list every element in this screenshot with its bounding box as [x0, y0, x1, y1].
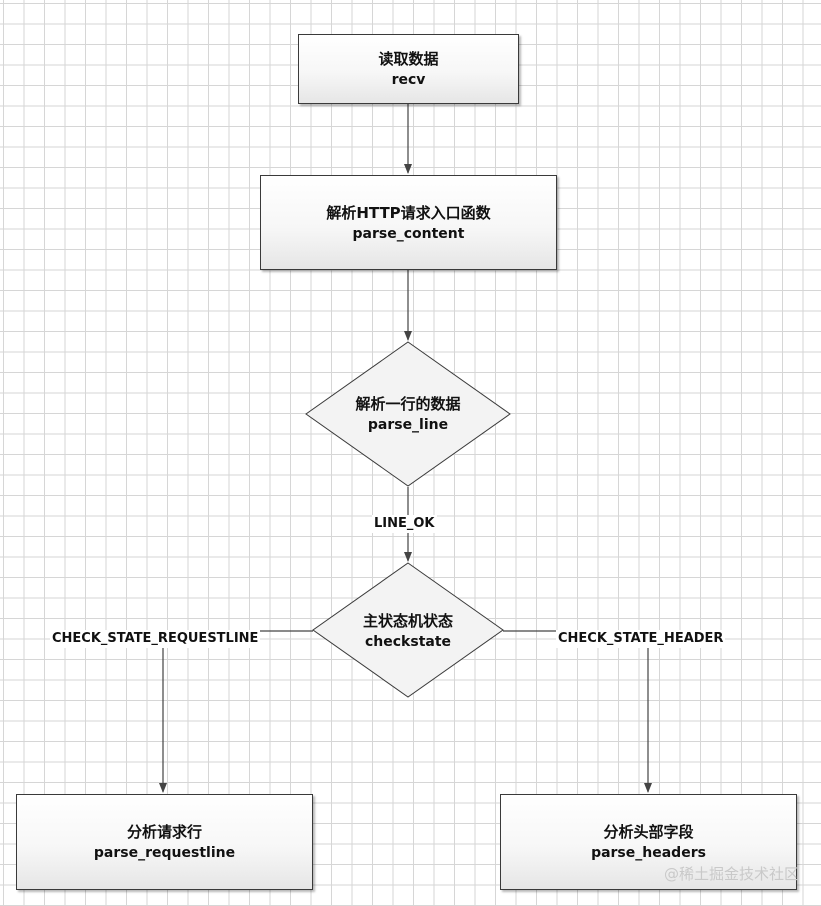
- edge-label-line-ok: LINE_OK: [372, 515, 437, 533]
- edge-label-check-state-header: CHECK_STATE_HEADER: [556, 630, 726, 648]
- node-parse-headers-title: 分析头部字段: [603, 823, 694, 841]
- edge-label-check-state-requestline: CHECK_STATE_REQUESTLINE: [50, 630, 261, 648]
- node-parse-content: 解析HTTP请求入口函数 parse_content: [260, 175, 557, 270]
- node-parse-requestline-title: 分析请求行: [126, 823, 202, 841]
- node-parse-line-func: parse_line: [367, 417, 449, 433]
- node-parse-requestline: 分析请求行 parse_requestline: [16, 794, 313, 890]
- node-recv: 读取数据 recv: [298, 34, 519, 104]
- node-parse-content-func: parse_content: [352, 225, 465, 242]
- edge-checkstate-to-parse-requestline: [159, 630, 313, 793]
- node-checkstate-title: 主状态机状态: [362, 612, 453, 630]
- node-parse-line-title: 解析一行的数据: [355, 395, 461, 413]
- node-parse-content-title: 解析HTTP请求入口函数: [326, 203, 491, 222]
- node-parse-headers: 分析头部字段 parse_headers: [500, 794, 797, 890]
- decision-parse-line-shape: [305, 341, 511, 487]
- node-parse-headers-func: parse_headers: [591, 845, 706, 861]
- node-checkstate: 主状态机状态 checkstate: [323, 605, 493, 657]
- edge-checkstate-to-parse-headers: [503, 630, 652, 793]
- node-checkstate-func: checkstate: [364, 634, 452, 650]
- node-parse-line: 解析一行的数据 parse_line: [316, 388, 500, 440]
- node-parse-requestline-func: parse_requestline: [93, 845, 236, 861]
- node-recv-func: recv: [391, 72, 426, 88]
- decision-checkstate-shape: [312, 562, 504, 698]
- node-recv-title: 读取数据: [378, 50, 439, 68]
- watermark: @稀土掘金技术社区: [663, 865, 799, 883]
